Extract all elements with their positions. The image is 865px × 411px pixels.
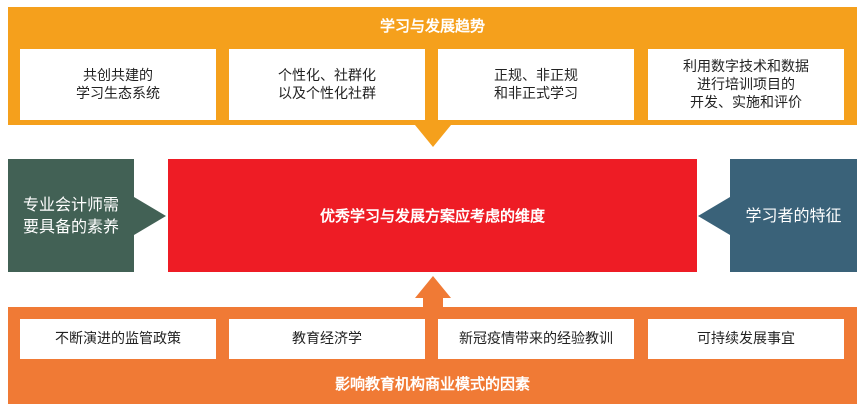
up-arrow-icon xyxy=(415,276,451,298)
core-dimensions-box: 优秀学习与发展方案应考虑的维度 xyxy=(168,159,697,272)
trend-box-formal-learning: 正规、非正规 和非正式学习 xyxy=(438,49,634,120)
right-arrow-icon xyxy=(134,197,166,235)
trend-box-personalization: 个性化、社群化 以及个性化社群 xyxy=(229,49,425,120)
trend-box-ecosystem: 共创共建的 学习生态系统 xyxy=(20,49,216,120)
learning-trends-section: 学习与发展趋势 共创共建的 学习生态系统 个性化、社群化 以及个性化社群 正规、… xyxy=(8,7,857,125)
business-model-factors-title: 影响教育机构商业模式的因素 xyxy=(334,375,530,393)
factor-box-regulation: 不断演进的监管政策 xyxy=(20,319,216,359)
down-arrow-icon xyxy=(415,125,451,147)
factor-box-sustainability: 可持续发展事宜 xyxy=(648,319,844,359)
left-arrow-icon xyxy=(698,197,730,235)
up-arrow-stem xyxy=(423,296,443,308)
trend-box-digital-data: 利用数字技术和数据 进行培训项目的 开发、实施和评价 xyxy=(648,49,844,120)
learning-trends-title: 学习与发展趋势 xyxy=(379,17,485,35)
accountant-competencies-box: 专业会计师需 要具备的素养 xyxy=(8,159,134,272)
factor-box-covid-lessons: 新冠疫情带来的经验教训 xyxy=(438,319,634,359)
business-model-factors-section: 不断演进的监管政策 教育经济学 新冠疫情带来的经验教训 可持续发展事宜 影响教育… xyxy=(8,307,857,404)
factor-box-economics: 教育经济学 xyxy=(229,319,425,359)
core-dimensions-label: 优秀学习与发展方案应考虑的维度 xyxy=(319,207,545,225)
learner-characteristics-box: 学习者的特征 xyxy=(730,159,857,272)
down-arrow-stem xyxy=(423,120,443,128)
